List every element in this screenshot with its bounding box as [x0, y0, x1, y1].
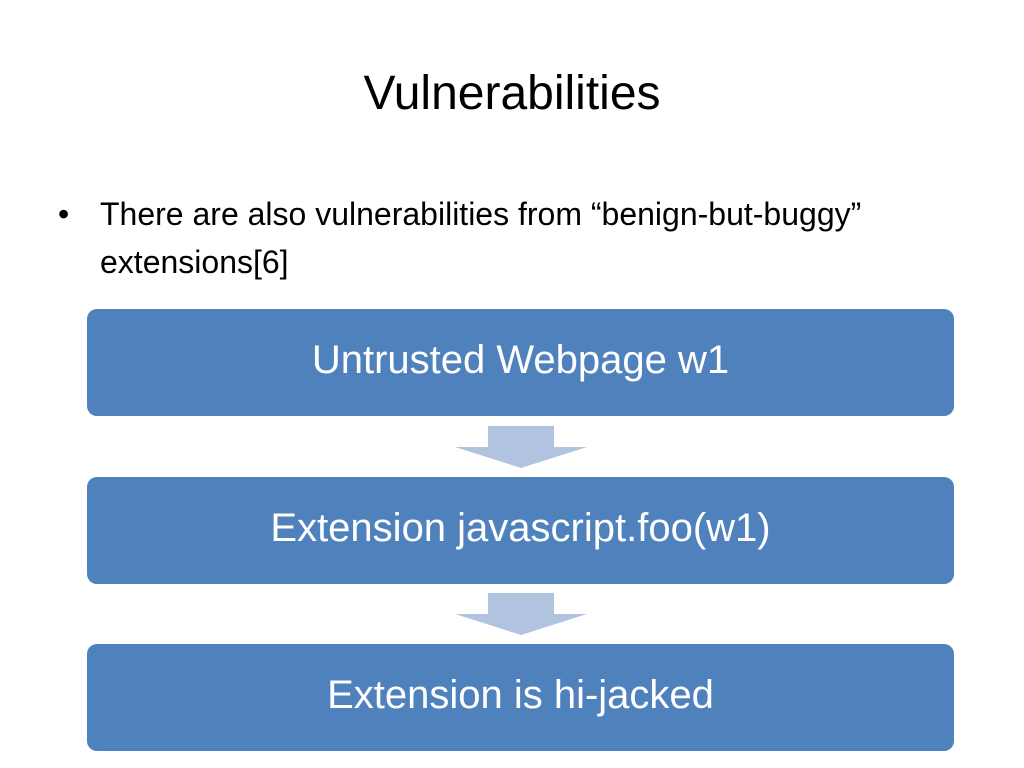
bullet-text: There are also vulnerabilities from “ben…	[100, 196, 862, 280]
flow-step-label: Extension javascript.foo(w1)	[270, 506, 771, 550]
flow-step-label: Extension is hi-jacked	[327, 673, 714, 717]
bullet-item: • There are also vulnerabilities from “b…	[58, 190, 958, 286]
flow-step-extension-hijacked: Extension is hi-jacked	[87, 644, 954, 751]
down-arrow-icon	[455, 426, 587, 468]
bullet-list: • There are also vulnerabilities from “b…	[58, 190, 958, 286]
slide-title: Vulnerabilities	[363, 67, 661, 120]
bullet-marker: •	[58, 196, 70, 232]
flow-step-untrusted-webpage: Untrusted Webpage w1	[87, 309, 954, 416]
down-arrow-icon	[455, 593, 587, 635]
flow-step-label: Untrusted Webpage w1	[311, 338, 730, 382]
flow-step-extension-javascript: Extension javascript.foo(w1)	[87, 477, 954, 584]
